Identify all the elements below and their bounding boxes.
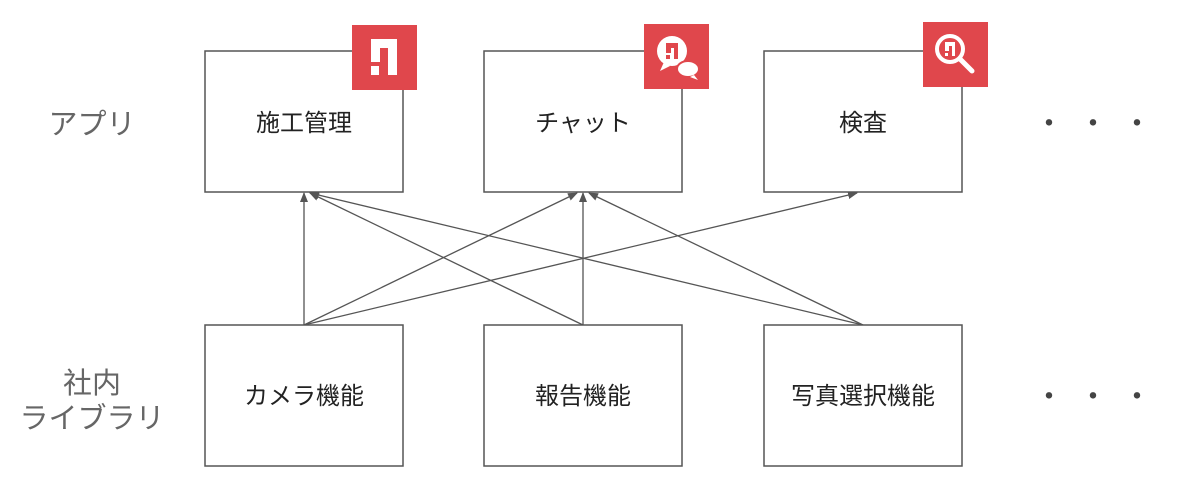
inspection-app-icon xyxy=(923,22,988,87)
app-label: 施工管理 xyxy=(256,109,352,137)
more-libraries-ellipsis: ・・・ xyxy=(1034,380,1166,415)
libraries-row-label-line1: 社内 xyxy=(63,366,121,400)
library-label: カメラ機能 xyxy=(244,382,364,410)
app-label: 検査 xyxy=(839,109,887,137)
dependency-arrow xyxy=(588,192,864,326)
apps-row-label: アプリ xyxy=(48,107,135,141)
dependency-arrow xyxy=(309,191,864,326)
dependency-arrows xyxy=(300,191,864,326)
more-apps-ellipsis: ・・・ xyxy=(1034,107,1166,142)
dependency-arrow xyxy=(303,191,858,326)
library-label: 写真選択機能 xyxy=(791,382,935,410)
library-label: 報告機能 xyxy=(535,382,631,410)
chat-app-icon xyxy=(644,24,709,89)
library-box-camera: カメラ機能 xyxy=(204,324,404,467)
library-box-photo-select: 写真選択機能 xyxy=(763,324,963,467)
library-box-report: 報告機能 xyxy=(483,324,683,467)
construction-management-app-icon xyxy=(352,25,417,90)
dependency-arrow xyxy=(303,192,578,326)
libraries-row-label-line2: ライブラリ xyxy=(19,401,164,435)
app-label: チャット xyxy=(535,109,631,137)
dependency-arrow xyxy=(309,192,584,326)
